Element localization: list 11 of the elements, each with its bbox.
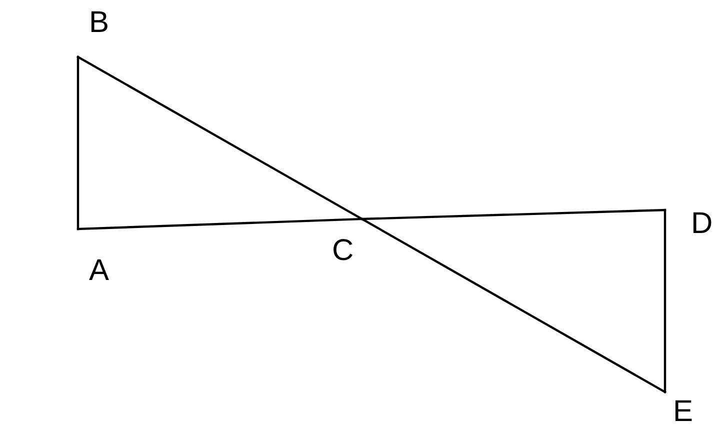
line-segment [360, 218, 666, 394]
line-segment [664, 208, 666, 394]
vertex-label: D [691, 209, 713, 239]
vertex-label: B [89, 8, 110, 38]
line-segment [76, 56, 364, 220]
line-segment [76, 56, 80, 230]
vertex-label: E [673, 397, 694, 427]
line-segment [360, 208, 666, 220]
vertex-label: C [332, 236, 354, 266]
vertex-label: A [89, 256, 110, 286]
line-segment [76, 218, 364, 230]
